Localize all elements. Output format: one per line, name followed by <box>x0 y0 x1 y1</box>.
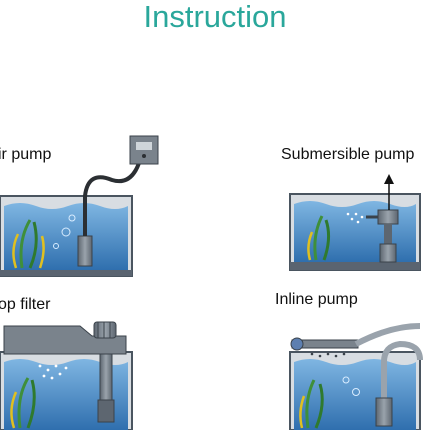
top-filter-box <box>4 322 126 354</box>
air-pump-airstone <box>78 236 92 266</box>
air-pump-device <box>130 136 158 164</box>
air-pump-illustration <box>0 136 158 276</box>
top-filter-illustration <box>0 322 132 430</box>
inline-pump-illustration <box>290 326 420 430</box>
top-filter-intake <box>98 400 114 422</box>
inline-pump-intake <box>376 398 392 426</box>
inline-pump-spraybar <box>291 338 358 350</box>
inline-pump-hose <box>356 326 420 344</box>
submersible-pump-illustration <box>290 174 420 270</box>
